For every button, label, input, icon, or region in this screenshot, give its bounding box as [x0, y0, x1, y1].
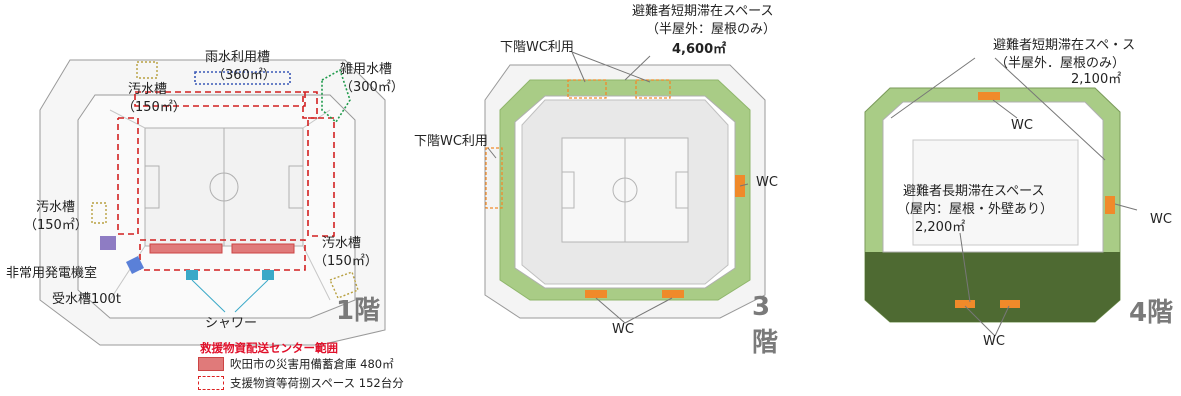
rain-tank-label: 雨水利用槽	[205, 50, 271, 65]
legend-space-label: 支援物資等荷捌スペース 152台分	[230, 376, 404, 390]
wc-bottom-label-4f: WC	[983, 334, 1005, 349]
sewage-tank-outlines	[91, 61, 359, 299]
short-stay-area-3f: 4,600㎡	[672, 42, 727, 57]
floor4-pitch-area	[912, 139, 1079, 246]
wc-top-label-4f: WC	[1011, 118, 1033, 133]
legend-space-swatch	[198, 376, 224, 390]
downstairs-wc-top-label: 下階WC利用	[500, 40, 574, 55]
legend-storage-swatch	[198, 357, 224, 371]
floor4-plan	[864, 57, 1138, 337]
floor1-plan	[39, 59, 386, 346]
support-space-outlines	[117, 91, 335, 271]
floor4-wc-blocks	[955, 92, 1115, 308]
water-tank-block	[126, 256, 144, 274]
short-stay-label-4f: 避難者短期滞在スペ・ス	[993, 38, 1136, 53]
storage-warehouse-blocks	[149, 243, 295, 254]
generator-room-block	[100, 236, 116, 250]
sewage-top-area: （150㎡）	[122, 100, 186, 115]
floor1-building-outline	[39, 59, 386, 346]
legend-storage: 吹田市の災害用備蓄倉庫 480㎡	[198, 356, 394, 372]
floor3-plan	[484, 51, 766, 324]
legend-title: 救援物資配送センター範囲	[200, 341, 338, 355]
rain-tank-area: （360㎡）	[212, 68, 276, 83]
downstairs-wc-outlines	[485, 79, 671, 209]
short-stay-note-4f: （半屋外．屋根のみ）	[995, 56, 1126, 71]
floor4-panel: 避難者短期滞在スペ・ス （半屋外．屋根のみ） 2,100㎡ WC 避難者長期滞在…	[795, 0, 1181, 396]
legend-storage-label: 吹田市の災害用備蓄倉庫 480㎡	[230, 357, 394, 371]
shower-blocks	[186, 270, 274, 280]
downstairs-wc-left-label: 下階WC利用	[414, 134, 488, 149]
sewage-right-area: （150㎡）	[314, 254, 378, 269]
short-stay-area-4f: 2,100㎡	[1071, 72, 1122, 87]
legend-space: 支援物資等荷捌スペース 152台分	[198, 375, 404, 391]
sewage-left-area: （150㎡）	[24, 218, 88, 233]
floor1-leader-lines	[191, 279, 269, 313]
wc-right-label-3f: WC	[756, 175, 778, 190]
sewage-right-label: 汚水槽	[322, 236, 362, 251]
sewage-top-label: 汚水槽	[128, 82, 168, 97]
misc-tank-label: 雑用水槽	[340, 62, 393, 77]
floor3-number: 3階	[752, 292, 779, 358]
long-stay-area: 2,200㎡	[915, 220, 966, 235]
long-stay-label: 避難者長期滞在スペース	[903, 184, 1045, 199]
floor3-leader-lines	[487, 51, 749, 324]
misc-tank-area: （300㎡）	[340, 80, 404, 95]
floor4-dark-band	[865, 252, 1120, 322]
short-stay-note-3f: （半屋外：屋根のみ）	[646, 22, 777, 37]
generator-room-label: 非常用発電機室	[6, 266, 98, 281]
floor3-panel: 避難者短期滞在スペース （半屋外：屋根のみ） 4,600㎡ 下階WC利用 下階W…	[400, 0, 795, 396]
sewage-left-label: 汚水槽	[36, 200, 76, 215]
floor1-panel: 雨水利用槽 （360㎡） 雑用水槽 （300㎡） 汚水槽 （150㎡） 汚水槽 …	[0, 0, 404, 396]
wc-bottom-label-3f: WC	[612, 322, 634, 337]
wc-right-label-4f: WC	[1150, 212, 1172, 227]
floor1-number: 1階	[336, 296, 381, 326]
floor4-number: 4階	[1129, 298, 1174, 328]
short-stay-label-3f: 避難者短期滞在スペース	[632, 4, 774, 19]
rain-tank-outline	[194, 71, 291, 85]
misc-tank-outline	[321, 68, 351, 124]
long-stay-note: （屋内：屋根・外壁あり）	[897, 202, 1054, 217]
floor4-leader-lines	[890, 57, 1138, 337]
water-tank-label: 受水槽100t	[52, 292, 121, 307]
shower-label: シャワー	[205, 316, 258, 331]
